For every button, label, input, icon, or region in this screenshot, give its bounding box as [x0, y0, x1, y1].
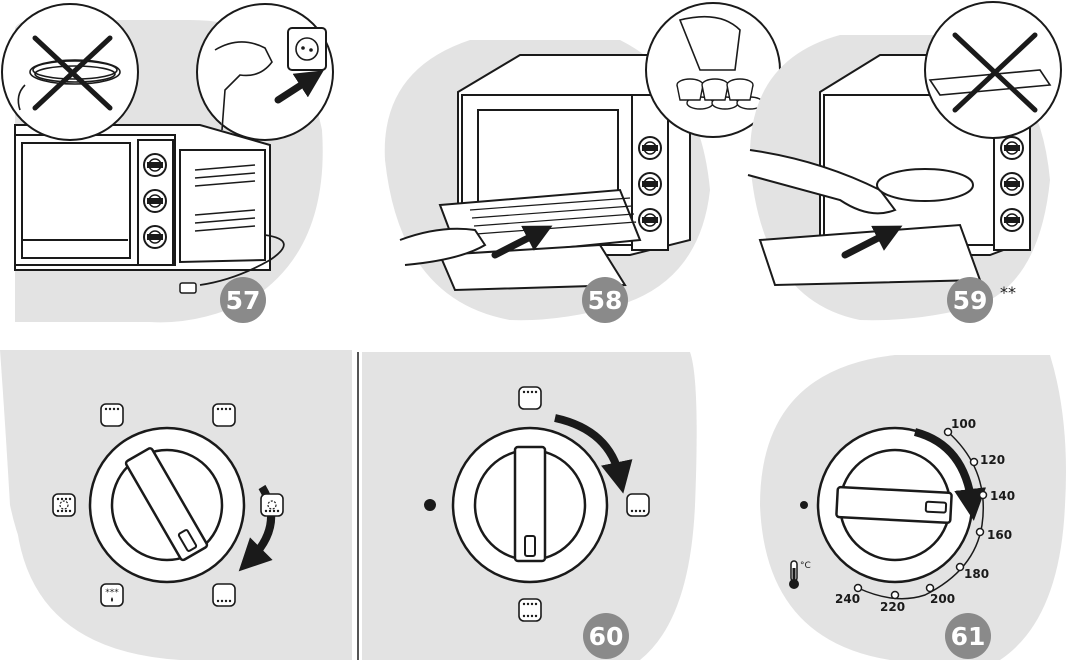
- temp-label-220: 220: [880, 600, 905, 614]
- step-57-badge: 57: [220, 277, 266, 323]
- mode-icon-defrost: ***: [100, 583, 124, 607]
- step-58-badge: 58: [582, 277, 628, 323]
- temp-label-120: 120: [980, 453, 1005, 467]
- oven-illustration: [399, 54, 691, 292]
- rotate-arrow: [913, 428, 987, 521]
- temp-label-240: 240: [835, 592, 860, 606]
- footnote-marker: **: [1000, 283, 1016, 302]
- temp-label-140: 140: [990, 489, 1015, 503]
- rotate-arrow: [554, 414, 633, 494]
- unit-label: °C: [800, 561, 811, 571]
- thermostat-knob: [816, 426, 974, 584]
- thermometer-icon: [789, 560, 799, 589]
- step-60-badge: 60: [583, 613, 629, 659]
- temp-label-180: 180: [964, 567, 989, 581]
- tray-crossed-icon: [924, 1, 1062, 139]
- off-indicator-dot: [424, 499, 436, 511]
- off-indicator-dot: [800, 501, 808, 509]
- heat-icon-right: [626, 493, 650, 517]
- mode-icon-bottom-right: [212, 583, 236, 607]
- heat-icon-top: [518, 386, 542, 410]
- heat-icon-bottom: [518, 598, 542, 622]
- oven-illustration: [14, 124, 285, 294]
- step-61-panel: 100 120 140 160 180 200 220 240 °C 61: [760, 355, 1066, 660]
- temperature-scale: [853, 427, 988, 600]
- mode-icon-fan-left: [52, 493, 76, 517]
- temp-label-200: 200: [930, 592, 955, 606]
- socket-plug-icon: [196, 3, 334, 141]
- step-61-badge: 61: [945, 613, 991, 659]
- svg-text:60: 60: [589, 622, 624, 651]
- cord-crossed-icon: [1, 3, 139, 141]
- svg-text:59: 59: [953, 286, 988, 315]
- mode-icon-fan-right: [260, 493, 284, 517]
- heat-selector-knob: [451, 426, 609, 584]
- temp-label-160: 160: [987, 528, 1012, 542]
- mode-icon-top-left: [100, 403, 124, 427]
- svg-text:61: 61: [951, 622, 986, 651]
- step-60-panel: 60: [362, 352, 697, 660]
- step-58-panel: 58: [384, 2, 781, 323]
- step-59-badge: 59: [947, 277, 993, 323]
- svg-text:58: 58: [588, 286, 623, 315]
- mode-selector-knob: [88, 426, 246, 584]
- svg-text:***: ***: [105, 588, 119, 598]
- svg-text:57: 57: [226, 286, 261, 315]
- step-59-panel: 59 **: [747, 1, 1062, 323]
- mode-icon-top-right: [212, 403, 236, 427]
- temp-label-100: 100: [951, 417, 976, 431]
- mode-dial-panel: ***: [0, 350, 352, 660]
- pitcher-pour-icon: [645, 2, 781, 138]
- step-57-panel: 57: [1, 3, 334, 323]
